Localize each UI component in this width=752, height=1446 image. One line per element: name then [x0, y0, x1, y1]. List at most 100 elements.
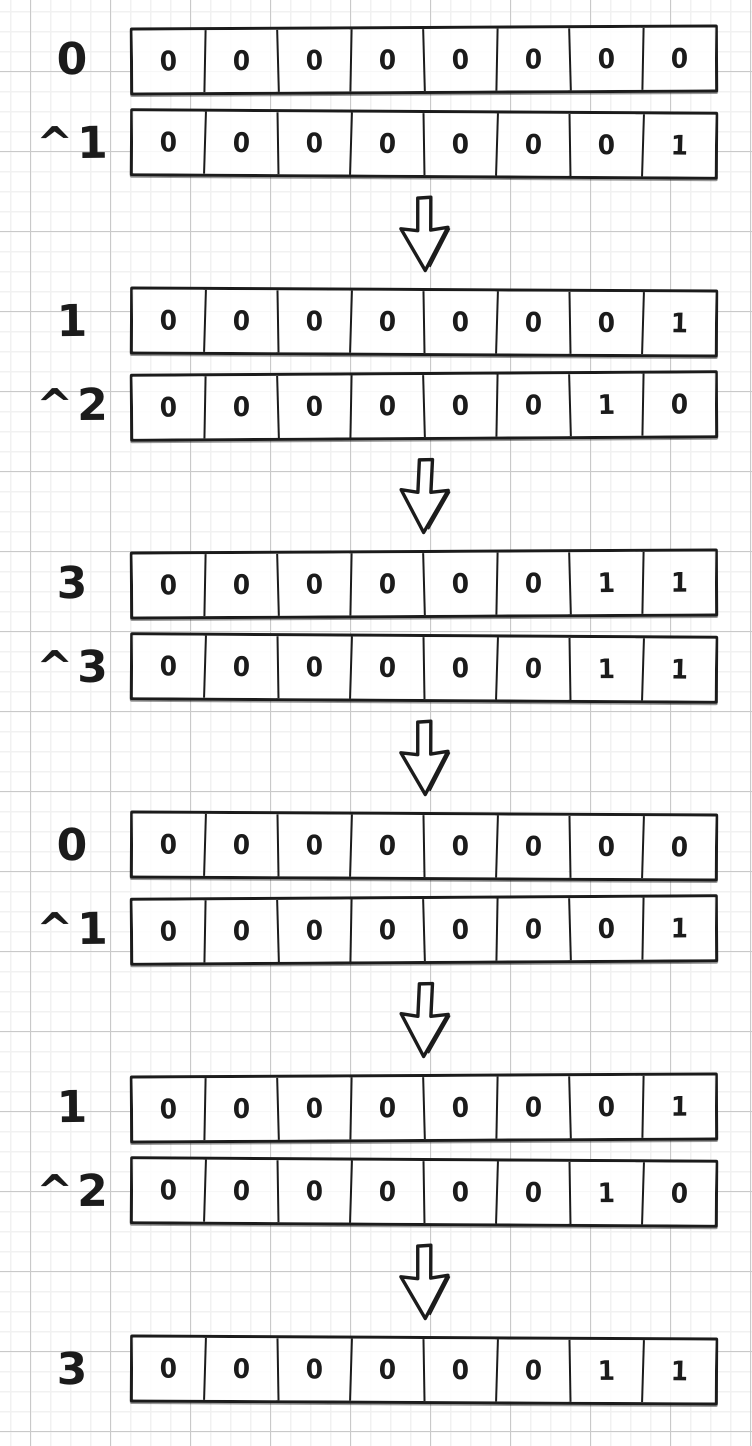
bit-value: 1: [670, 130, 689, 162]
bit-value: 1: [670, 912, 689, 944]
bit-value: 0: [232, 915, 251, 947]
bit-cell: 0: [132, 1337, 205, 1400]
array-row: ^3 0 0 0 0 0 0 1 1: [18, 632, 752, 704]
bit-cell: 0: [495, 374, 570, 437]
bit-value: 0: [597, 1091, 616, 1123]
bit-cell: 0: [203, 289, 278, 353]
bit-cell: 1: [568, 637, 643, 701]
row-label: ^2: [36, 379, 112, 432]
bit-cell: 0: [276, 290, 351, 353]
down-arrow-icon: [399, 457, 451, 535]
bit-cell: 0: [349, 29, 424, 92]
bit-cell: 0: [132, 900, 205, 963]
bit-value: 0: [159, 45, 178, 77]
array-row: ^1 0 0 0 0 0 0 0 1: [18, 108, 752, 180]
bit-cell: 0: [422, 113, 497, 176]
down-arrow-icon: [399, 1243, 451, 1321]
bit-value: 0: [524, 389, 543, 421]
bit-cell: 0: [495, 815, 570, 878]
bit-value: 0: [597, 831, 616, 863]
bit-value: 0: [232, 651, 251, 683]
bit-cell: 0: [568, 897, 643, 961]
bit-cell: 0: [203, 1077, 278, 1141]
bit-value: 0: [159, 1093, 178, 1125]
bit-cell: 0: [203, 1159, 278, 1223]
bit-value: 1: [670, 567, 689, 599]
array-row: 0 0 0 0 0 0 0 0 0: [18, 810, 752, 882]
bit-cell: 0: [495, 113, 570, 176]
bit-value: 1: [670, 654, 689, 686]
bit-cell: 0: [276, 636, 351, 699]
bit-cell: 1: [568, 1339, 643, 1403]
down-arrow-icon: [399, 981, 451, 1059]
bit-value: 0: [524, 129, 543, 161]
bit-value: 0: [232, 1175, 251, 1207]
bit-value: 0: [378, 1176, 397, 1208]
bit-cell: 0: [422, 1161, 497, 1224]
bit-value: 1: [597, 1355, 616, 1387]
bit-array: 0 0 0 0 0 0 0 1: [129, 894, 719, 966]
row-label: 3: [56, 1343, 92, 1396]
array-row: 3 0 0 0 0 0 0 1 1: [18, 548, 752, 620]
bit-cell: 0: [203, 899, 278, 963]
bit-cell: 0: [641, 816, 716, 879]
bit-cell: 0: [132, 376, 205, 439]
bit-value: 0: [159, 1353, 178, 1385]
arrow-wrap: [130, 194, 718, 274]
bit-value: 0: [232, 829, 251, 861]
bit-value: 0: [451, 390, 470, 422]
bit-cell: 0: [422, 637, 497, 700]
bit-value: 0: [159, 915, 178, 948]
bit-cell: 0: [422, 291, 497, 354]
array-row: 1 0 0 0 0 0 0 0 1: [18, 286, 752, 358]
bit-cell: 0: [568, 1075, 643, 1139]
bit-value: 0: [451, 652, 470, 684]
bit-cell: 0: [349, 1160, 424, 1223]
bit-value: 1: [670, 307, 689, 339]
bit-cell: 0: [422, 1076, 497, 1140]
bit-value: 0: [305, 915, 324, 947]
bit-cell: 0: [132, 1078, 205, 1141]
bit-value: 0: [305, 305, 324, 337]
bit-value: 0: [378, 44, 397, 76]
bit-value: 0: [670, 43, 689, 75]
bit-value: 0: [524, 913, 543, 945]
bit-cell: 0: [568, 113, 643, 177]
bit-cell: 0: [349, 899, 424, 962]
bit-value: 0: [451, 128, 470, 160]
bit-array: 0 0 0 0 0 0 1 1: [129, 548, 719, 620]
bit-value: 0: [305, 651, 324, 683]
bit-value: 0: [378, 568, 397, 600]
row-label: 3: [56, 557, 92, 610]
bit-value: 1: [597, 653, 616, 685]
row-label: ^3: [36, 641, 112, 694]
bit-cell: 0: [568, 815, 643, 879]
bit-cell: 1: [641, 1075, 716, 1138]
bit-value: 0: [232, 127, 251, 159]
step-rows: 0 0 0 0 0 0 0 0 0 ^1 0 0 0 0 0 0 0 1: [18, 24, 752, 180]
xor-step: 0 0 0 0 0 0 0 0 0 ^1 0 0 0 0 0 0 0 1: [18, 24, 752, 274]
row-label: ^1: [36, 117, 112, 170]
bit-value: 0: [451, 830, 470, 862]
bit-value: 0: [232, 569, 251, 601]
bit-value: 0: [670, 831, 689, 863]
bit-cell: 0: [568, 291, 643, 355]
bit-value: 0: [378, 1354, 397, 1386]
bit-cell: 1: [641, 897, 716, 960]
bit-value: 0: [524, 307, 543, 339]
bit-value: 0: [159, 1174, 178, 1206]
bit-value: 0: [378, 914, 397, 946]
bit-cell: 0: [203, 553, 278, 617]
bit-cell: 0: [495, 637, 570, 700]
bit-cell: 0: [349, 1338, 424, 1401]
down-arrow-icon: [399, 719, 451, 797]
bit-cell: 0: [203, 635, 278, 699]
bit-cell: 0: [203, 813, 278, 877]
bit-cell: 1: [641, 638, 716, 701]
bit-value: 0: [232, 1093, 251, 1125]
arrow-wrap: [130, 456, 718, 536]
bit-cell: 0: [495, 898, 570, 961]
bit-cell: 0: [641, 27, 716, 90]
bit-value: 0: [451, 568, 470, 600]
bit-value: 0: [305, 829, 324, 861]
